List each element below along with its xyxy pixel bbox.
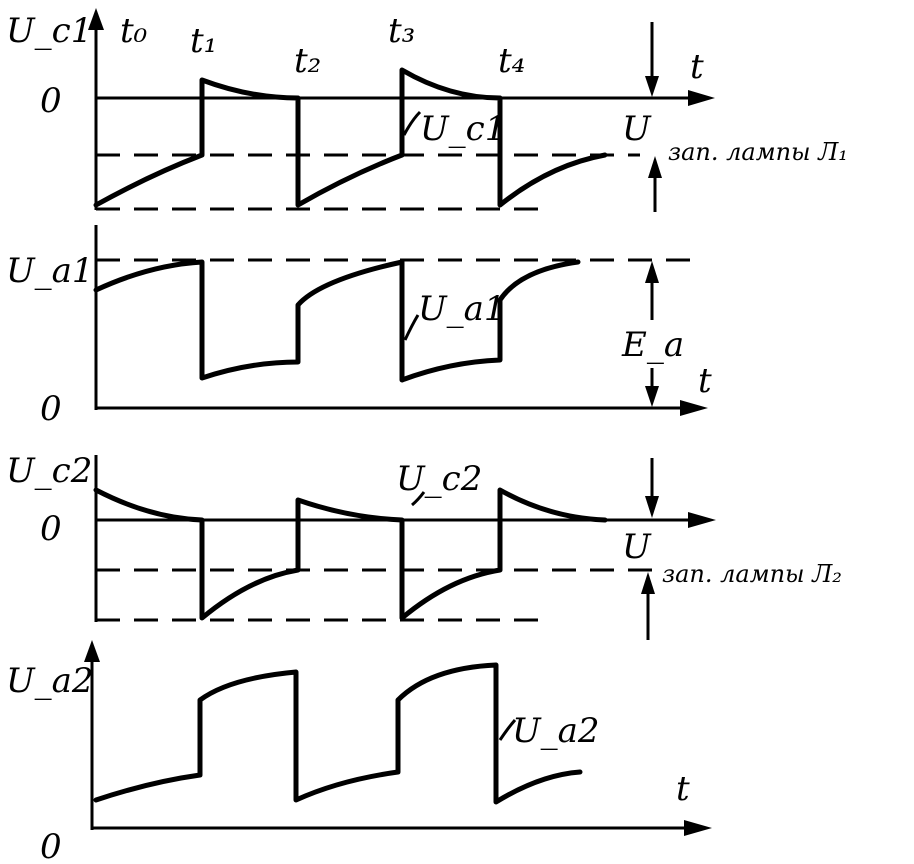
ua1-time-arrowhead	[680, 400, 708, 416]
uc2-curve-label: U_c2	[396, 459, 482, 499]
panel-ua1: U_a1 0 U_a1 t E_a	[6, 225, 712, 429]
uc2-zero-label: 0	[40, 509, 62, 549]
t0-label: t₀	[120, 11, 148, 51]
ua2-time-arrowhead	[684, 820, 712, 836]
ua1-curve-label: U_a1	[418, 289, 506, 329]
uc1-time-arrowhead	[688, 90, 715, 106]
uc1-zero-label: 0	[40, 81, 62, 121]
t4-label: t₄	[498, 41, 525, 81]
uc1-waveform	[93, 67, 608, 208]
uc1-cutoff-suffix: зап. лампы Л₁	[668, 138, 848, 166]
ua1-zero-label: 0	[40, 389, 62, 429]
ea-label: E_a	[621, 325, 684, 365]
uc1-curve-label: U_c1	[420, 109, 506, 149]
panel-uc2: U_c2 0 U_c2 U зап. лампы Л₂	[6, 451, 842, 640]
uc1-cutoff-label: U	[622, 109, 652, 149]
uc2-cutoff-arrowhead-top	[645, 496, 659, 518]
uc2-time-arrowhead	[688, 512, 716, 528]
ua2-zero-label: 0	[40, 827, 62, 864]
uc2-cutoff-label: U	[622, 527, 652, 567]
uc1-t-label: t	[690, 47, 704, 87]
uc2-cutoff-arrowhead-bottom	[641, 572, 655, 594]
ua2-t-label: t	[676, 769, 690, 809]
uc2-axis-label: U_c2	[6, 451, 92, 491]
t1-label: t₁	[190, 21, 217, 61]
ua2-axis-label: U_a2	[6, 661, 94, 701]
uc2-cutoff-suffix: зап. лампы Л₂	[662, 560, 842, 588]
ua1-waveform	[93, 259, 581, 383]
t2-label: t₂	[294, 41, 321, 81]
t3-label: t₃	[388, 11, 415, 51]
ea-arrowhead-bottom	[645, 386, 659, 407]
uc1-axis-label: U_c1	[6, 11, 92, 51]
panel-uc1: U_c1 0 t₀ t₁ t₂ t₃ t₄ t U_c1 U зап. ламп…	[6, 8, 848, 212]
ea-arrowhead-top	[645, 261, 659, 283]
ua2-axis-arrowhead	[84, 640, 100, 662]
uc1-cutoff-arrowhead-bottom	[648, 156, 662, 178]
ua2-curve-leader	[498, 719, 517, 741]
uc2-waveform	[93, 487, 608, 621]
uc1-axis-arrowhead	[88, 8, 104, 30]
ua2-waveform	[93, 662, 583, 805]
panel-ua2: U_a2 0 U_a2 t	[6, 640, 712, 864]
ua1-axis-label: U_a1	[6, 251, 94, 291]
ua2-curve-label: U_a2	[512, 711, 600, 751]
uc1-cutoff-arrowhead-top	[645, 76, 659, 97]
uc1-curve-leader	[402, 110, 422, 136]
ua1-t-label: t	[698, 361, 712, 401]
ua1-curve-leader	[403, 314, 420, 341]
uc2-curve-leader	[411, 491, 426, 507]
